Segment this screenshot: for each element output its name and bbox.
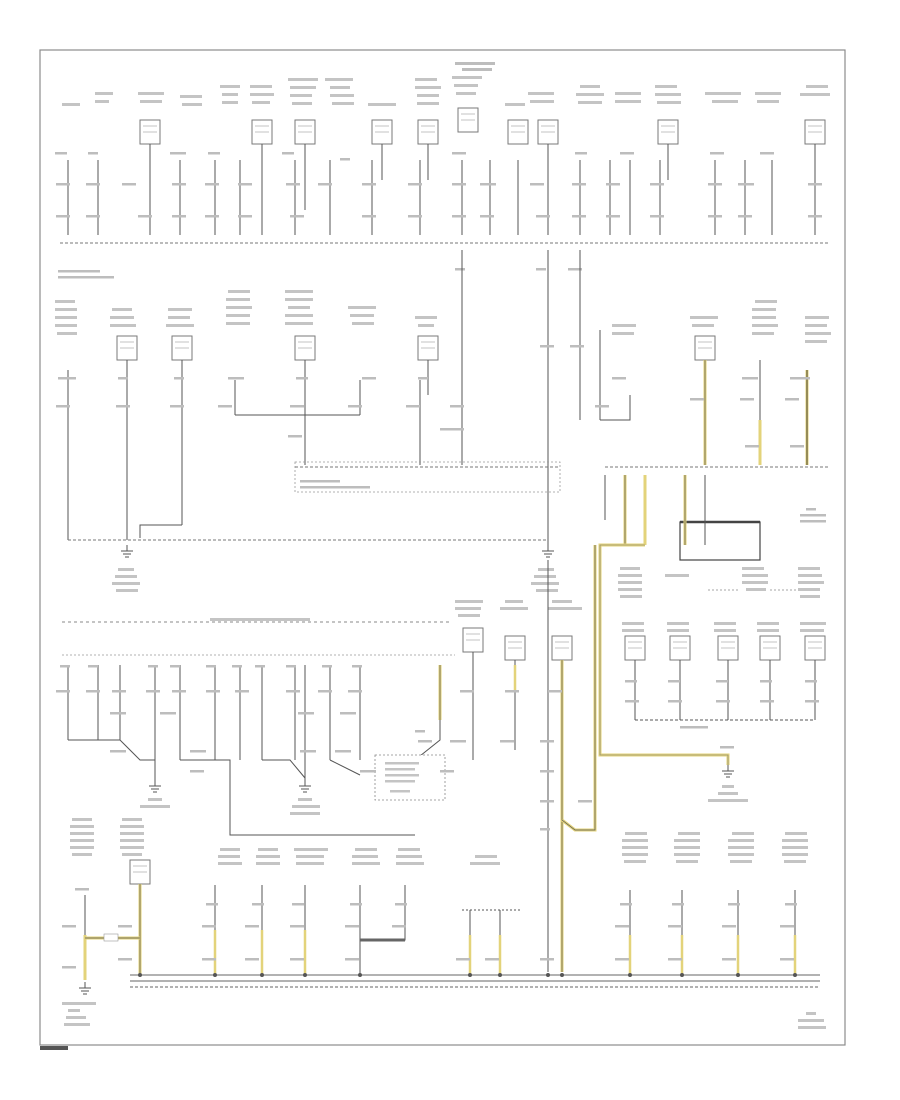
- component-box: [171, 335, 193, 361]
- bottom-component-row: [62, 818, 826, 1029]
- component-box: [657, 119, 679, 145]
- component-box: [462, 627, 484, 653]
- component-box: [251, 119, 273, 145]
- component-box: [624, 635, 646, 661]
- component-box: [417, 335, 439, 361]
- mid-connector-block: [294, 461, 561, 493]
- component-box: [507, 119, 529, 145]
- component-box: [371, 119, 393, 145]
- component-box: [457, 107, 479, 133]
- component-box: [669, 635, 691, 661]
- component-box: [129, 859, 151, 885]
- ground-symbol: [78, 981, 92, 995]
- header-label-2: [462, 68, 492, 71]
- component-box: [759, 635, 781, 661]
- component-box: [294, 119, 316, 145]
- bottom-ground-busbar: [130, 974, 820, 988]
- footer-tag: [40, 1046, 68, 1050]
- ground-symbol: [148, 779, 162, 793]
- wire-code-tag: [103, 933, 119, 942]
- splice-box: [374, 754, 446, 801]
- ground-symbol: [721, 764, 735, 778]
- ground-symbol: [120, 544, 134, 558]
- component-box: [417, 119, 439, 145]
- component-box: [139, 119, 161, 145]
- component-box: [804, 119, 826, 145]
- component-box: [717, 635, 739, 661]
- lower-component-row: [56, 545, 826, 972]
- component-box: [294, 335, 316, 361]
- header-label-1: [455, 62, 495, 65]
- component-box: [116, 335, 138, 361]
- component-box: [804, 635, 826, 661]
- top-component-row: [55, 62, 830, 279]
- component-box: [537, 119, 559, 145]
- ground-symbol: [298, 779, 312, 793]
- component-box: [694, 335, 716, 361]
- ground-symbol: [541, 544, 555, 558]
- diagram-border: [39, 49, 846, 1046]
- harness-connector: [679, 521, 761, 561]
- middle-component-row: [55, 250, 831, 765]
- component-box: [551, 635, 573, 661]
- component-box: [504, 635, 526, 661]
